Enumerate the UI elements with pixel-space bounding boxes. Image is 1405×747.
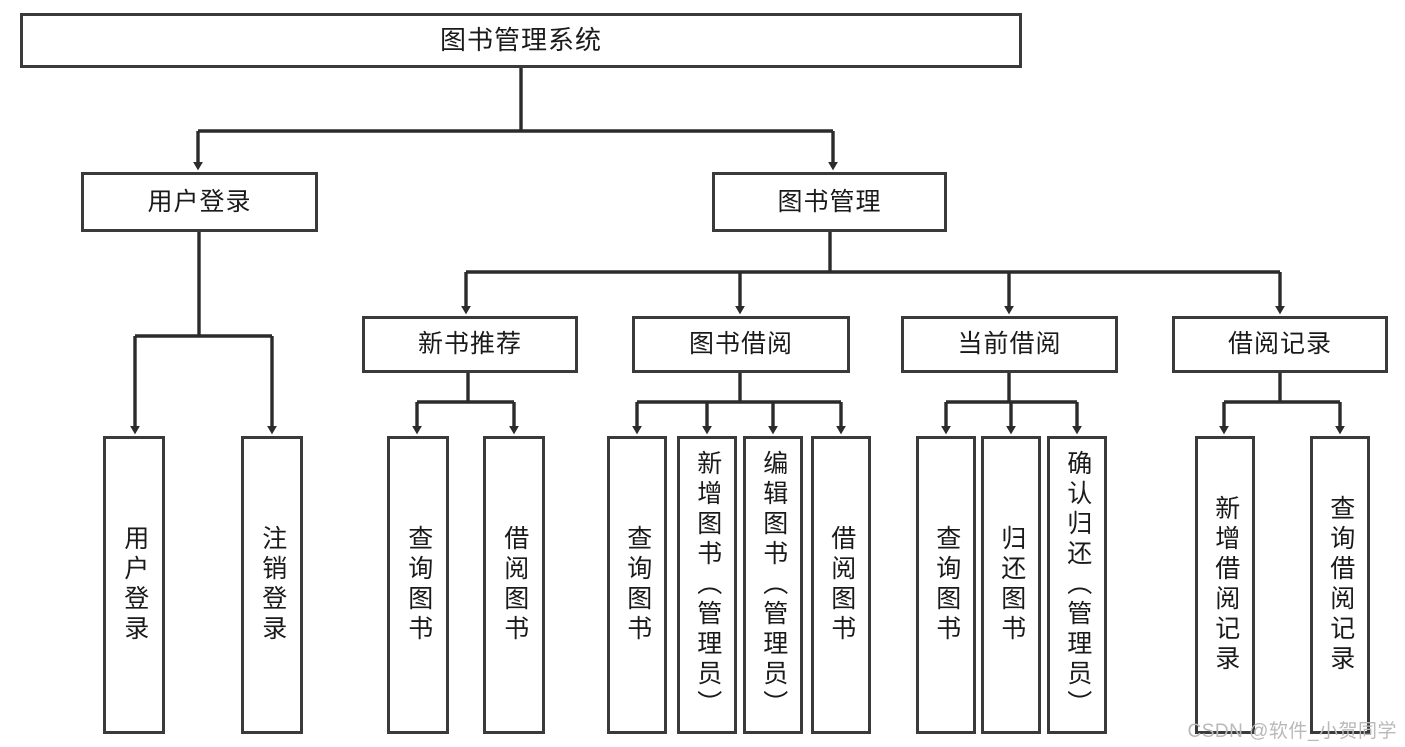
node-leaf-query-book-recommend[interactable]: 查询图书	[387, 436, 449, 734]
node-leaf-add-borrow-record[interactable]: 新增借阅记录	[1195, 436, 1255, 734]
node-leaf-add-book-admin[interactable]: 新增图书（管理员）	[677, 436, 737, 734]
csdn-watermark: CSDN @软件_小贺同学	[1187, 721, 1397, 742]
node-leaf-borrow-book[interactable]: 借阅图书	[811, 436, 871, 734]
node-leaf-borrow-book-recommend[interactable]: 借阅图书	[483, 436, 545, 734]
node-leaf-query-book-current[interactable]: 查询图书	[916, 436, 976, 734]
node-book-management[interactable]: 图书管理	[712, 172, 947, 232]
node-leaf-edit-book-admin[interactable]: 编辑图书（管理员）	[743, 436, 803, 734]
node-leaf-user-login[interactable]: 用户登录	[103, 436, 165, 734]
node-borrow-record[interactable]: 借阅记录	[1172, 316, 1388, 373]
node-leaf-return-book[interactable]: 归还图书	[981, 436, 1041, 734]
node-leaf-query-book-borrow[interactable]: 查询图书	[607, 436, 667, 734]
node-user-login[interactable]: 用户登录	[81, 172, 318, 232]
node-root-system[interactable]: 图书管理系统	[20, 13, 1022, 68]
node-book-borrow[interactable]: 图书借阅	[632, 316, 850, 373]
node-new-book-recommend[interactable]: 新书推荐	[362, 316, 578, 373]
node-leaf-confirm-return-admin[interactable]: 确认归还（管理员）	[1047, 436, 1107, 734]
node-leaf-query-borrow-record[interactable]: 查询借阅记录	[1310, 436, 1370, 734]
node-leaf-logout[interactable]: 注销登录	[241, 436, 303, 734]
node-current-borrow[interactable]: 当前借阅	[901, 316, 1118, 373]
